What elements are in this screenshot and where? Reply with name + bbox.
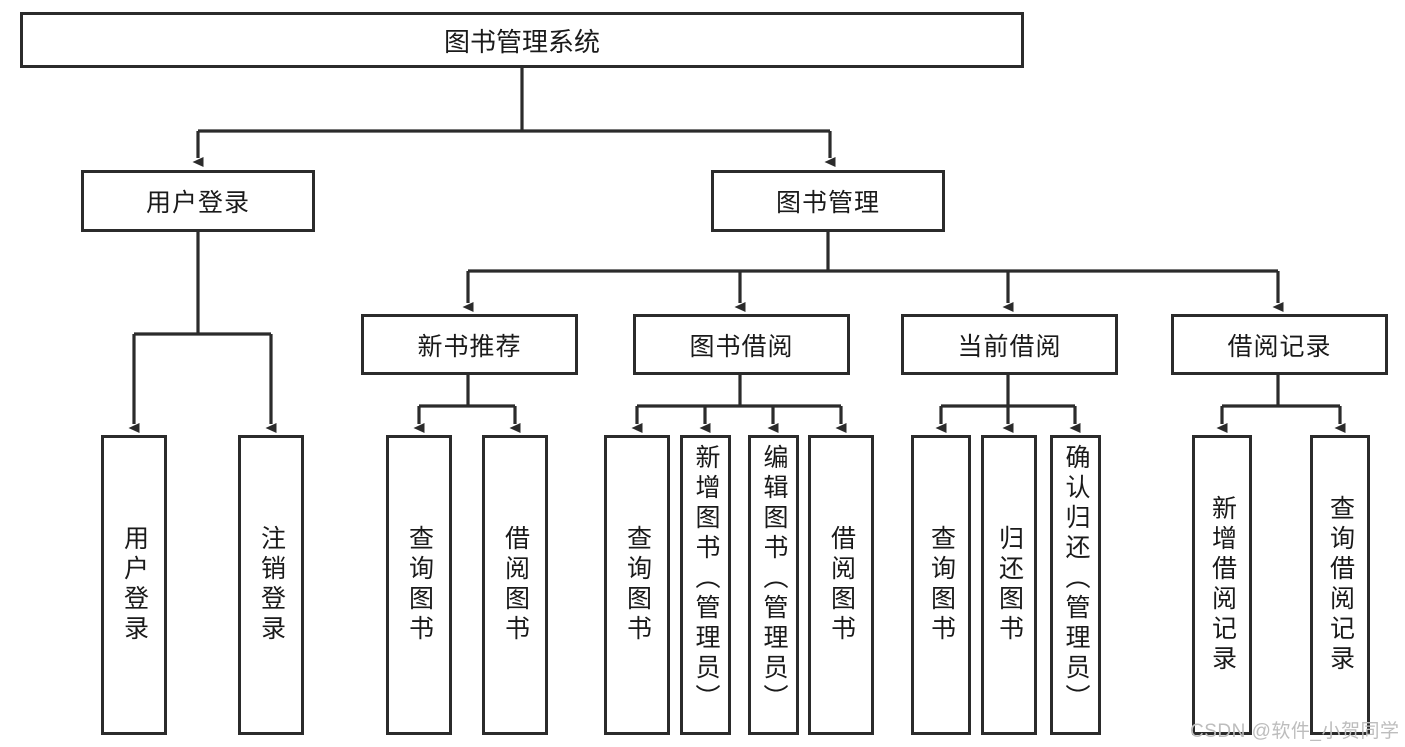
node-label: 图书管理: [775, 189, 880, 217]
node-current-borrow[interactable]: 当前借阅: [901, 314, 1118, 375]
leaf-current-borrow-confirm[interactable]: 确认归还（管理员）: [1050, 435, 1101, 735]
leaf-current-borrow-return[interactable]: 归还图书: [981, 435, 1037, 735]
leaf-label: 新增图书（管理员）: [692, 444, 720, 714]
leaf-label: 注销登录: [257, 525, 286, 645]
leaf-label: 归还图书: [995, 525, 1024, 645]
node-new-book-recommend[interactable]: 新书推荐: [361, 314, 578, 375]
leaf-label: 查询图书: [405, 525, 434, 645]
node-user-login[interactable]: 用户登录: [81, 170, 315, 232]
leaf-book-borrow-add[interactable]: 新增图书（管理员）: [680, 435, 731, 735]
leaf-new-book-query[interactable]: 查询图书: [386, 435, 452, 735]
leaf-label: 确认归还（管理员）: [1062, 444, 1090, 714]
node-label: 图书借阅: [689, 332, 794, 361]
leaf-label: 借阅图书: [827, 525, 856, 645]
leaf-label: 用户登录: [120, 525, 149, 645]
node-label: 用户登录: [145, 189, 250, 217]
leaf-user-login-signin[interactable]: 用户登录: [101, 435, 167, 735]
leaf-borrow-record-query[interactable]: 查询借阅记录: [1310, 435, 1370, 735]
node-book-management[interactable]: 图书管理: [711, 170, 945, 232]
leaf-user-login-signout[interactable]: 注销登录: [238, 435, 304, 735]
leaf-label: 编辑图书（管理员）: [760, 444, 788, 714]
leaf-label: 查询图书: [623, 525, 652, 645]
leaf-label: 新增借阅记录: [1208, 495, 1237, 675]
leaf-current-borrow-query[interactable]: 查询图书: [911, 435, 971, 735]
node-label: 借阅记录: [1227, 332, 1332, 361]
leaf-label: 借阅图书: [501, 525, 530, 645]
node-root-system[interactable]: 图书管理系统: [20, 12, 1024, 68]
node-label: 当前借阅: [957, 332, 1062, 361]
node-borrow-record[interactable]: 借阅记录: [1171, 314, 1388, 375]
leaf-label: 查询借阅记录: [1326, 495, 1355, 675]
leaf-label: 查询图书: [927, 525, 956, 645]
node-label: 新书推荐: [417, 332, 522, 361]
leaf-book-borrow-query[interactable]: 查询图书: [604, 435, 670, 735]
leaf-book-borrow-edit[interactable]: 编辑图书（管理员）: [748, 435, 799, 735]
leaf-borrow-record-add[interactable]: 新增借阅记录: [1192, 435, 1252, 735]
node-label: 图书管理系统: [443, 26, 600, 57]
csdn-watermark: CSDN @软件_小贺同学: [1190, 721, 1400, 742]
leaf-new-book-borrow[interactable]: 借阅图书: [482, 435, 548, 735]
leaf-book-borrow-lend[interactable]: 借阅图书: [808, 435, 874, 735]
node-book-borrow[interactable]: 图书借阅: [633, 314, 850, 375]
